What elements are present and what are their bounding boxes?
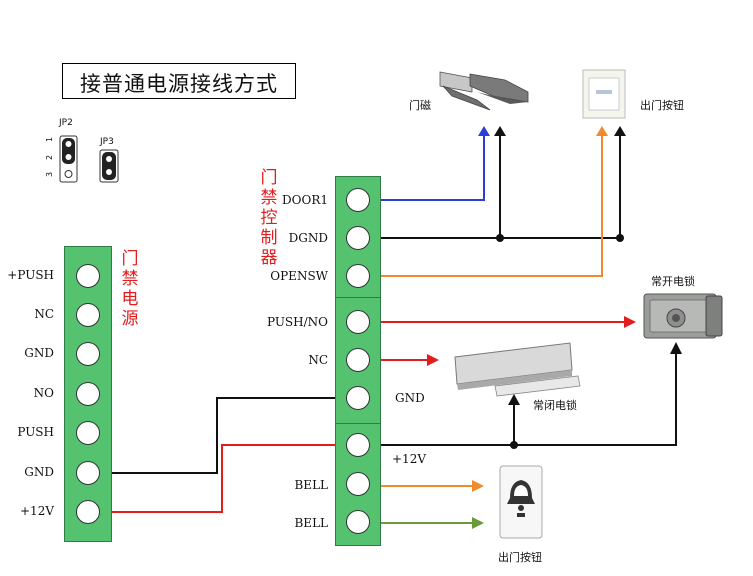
- normally-closed-lock-icon: [454, 342, 581, 397]
- controller-terminal-gnd: [346, 386, 370, 410]
- exit-button-bottom-label: 出门按钮: [498, 551, 542, 564]
- controller-terminal-bell-2: [346, 510, 370, 534]
- normally-open-lock-icon: [643, 293, 723, 339]
- arrow-opensw: [596, 126, 608, 136]
- controller-label-nc: NC: [308, 353, 328, 367]
- wire-12v-rail-black: [369, 350, 677, 446]
- power-terminal-12v: [76, 500, 100, 524]
- controller-label-12v: +12V: [392, 452, 426, 466]
- wire-opensw-orange: [369, 132, 603, 277]
- jp2-label: JP2: [59, 118, 73, 128]
- exit-button-top-icon: [582, 69, 626, 119]
- power-supply-title: 门 禁 电 源: [121, 249, 139, 329]
- door-sensor-icon: [439, 71, 529, 111]
- power-terminal-gnd-1: [76, 342, 100, 366]
- controller-block-divider-1: [336, 297, 380, 298]
- power-label-push-plus: +PUSH: [7, 268, 54, 282]
- controller-block-divider-2: [336, 423, 380, 424]
- junction-dgnd-1: [496, 234, 504, 242]
- arrow-12v-closed-lock: [508, 394, 520, 405]
- wire-12v-red: [100, 444, 358, 513]
- power-terminal-nc: [76, 303, 100, 327]
- arrow-nc: [427, 354, 439, 366]
- jp3-jumper: [99, 149, 119, 183]
- title-box: 接普通电源接线方式: [62, 63, 296, 99]
- controller-label-door1: DOOR1: [282, 193, 328, 207]
- junction-12v: [510, 441, 518, 449]
- power-label-nc: NC: [34, 307, 54, 321]
- controller-label-bell-1: BELL: [294, 478, 328, 492]
- arrow-door1: [478, 126, 490, 136]
- jp3-label: JP3: [100, 137, 114, 147]
- jp2-pin-2: 2: [45, 154, 55, 161]
- power-label-no: NO: [33, 386, 54, 400]
- controller-terminal-opensw: [346, 264, 370, 288]
- jp2-pin-1: 1: [45, 136, 55, 143]
- controller-terminal-12v: [346, 433, 370, 457]
- power-terminal-gnd-2: [76, 461, 100, 485]
- controller-title: 门 禁 控 制 器: [260, 168, 278, 268]
- power-label-gnd-2: GND: [24, 465, 54, 479]
- normally-closed-lock-label: 常闭电锁: [533, 399, 577, 412]
- arrow-dgnd-exit: [614, 126, 626, 136]
- controller-label-push-no: PUSH/NO: [266, 315, 328, 329]
- controller-terminal-bell-1: [346, 472, 370, 496]
- arrow-push-no: [624, 316, 636, 328]
- controller-label-gnd: GND: [395, 391, 425, 405]
- arrow-12v-open-lock: [670, 342, 682, 354]
- power-label-gnd-1: GND: [24, 346, 54, 360]
- controller-terminal-nc: [346, 348, 370, 372]
- doorbell-icon: [499, 465, 543, 539]
- power-label-12v: +12V: [20, 504, 54, 518]
- controller-terminal-door1: [346, 188, 370, 212]
- wire-gnd-black: [100, 397, 358, 474]
- normally-open-lock-label: 常开电锁: [651, 275, 695, 288]
- jp2-pin-3: 3: [45, 171, 55, 178]
- power-terminal-push-plus: [76, 264, 100, 288]
- arrow-dgnd-sensor: [494, 126, 506, 136]
- arrow-bell-2: [472, 517, 484, 529]
- controller-terminal-dgnd: [346, 226, 370, 250]
- controller-label-dgnd: DGND: [288, 231, 328, 245]
- wire-door1-blue: [369, 132, 485, 201]
- power-terminal-push: [76, 421, 100, 445]
- controller-label-bell-2: BELL: [294, 516, 328, 530]
- arrow-bell-1: [472, 480, 484, 492]
- controller-terminal-push-no: [346, 310, 370, 334]
- power-terminal-no: [76, 382, 100, 406]
- door-sensor-label: 门磁: [409, 99, 431, 112]
- diagram-title: 接普通电源接线方式: [80, 72, 278, 96]
- power-label-push: PUSH: [17, 425, 54, 439]
- junction-dgnd-2: [616, 234, 624, 242]
- jp2-jumper: [59, 135, 78, 183]
- controller-label-opensw: OPENSW: [270, 269, 328, 283]
- exit-button-top-label: 出门按钮: [640, 99, 684, 112]
